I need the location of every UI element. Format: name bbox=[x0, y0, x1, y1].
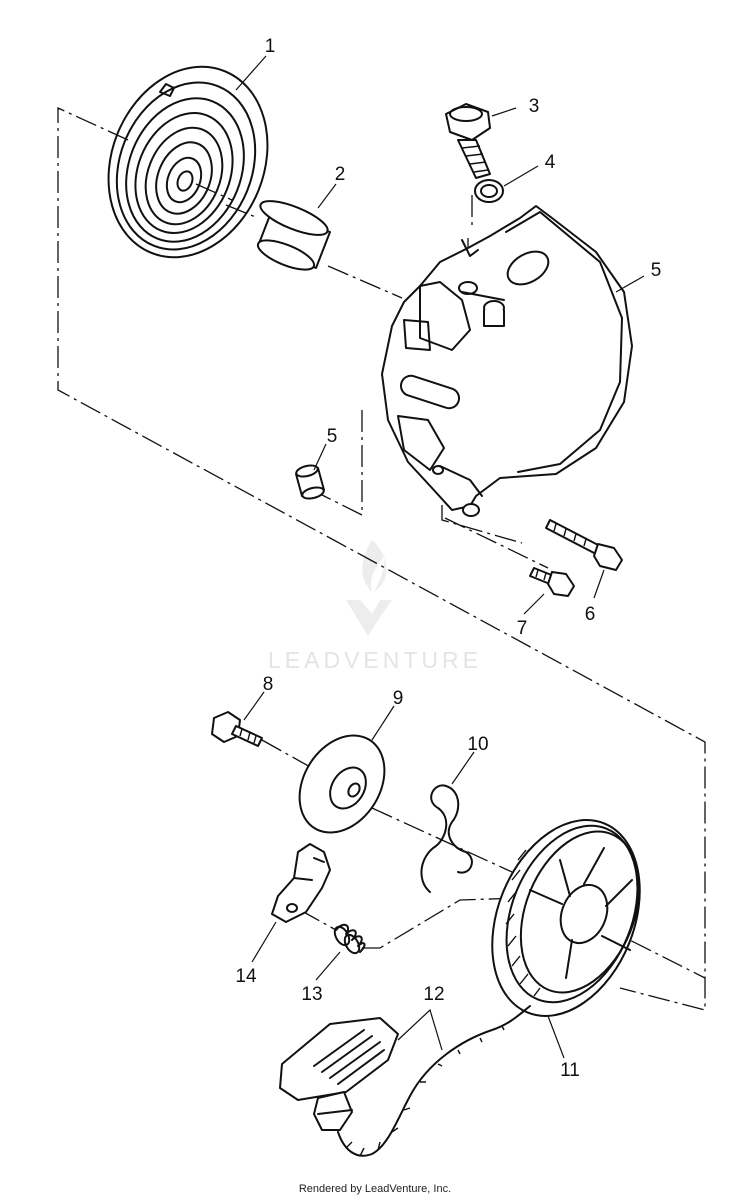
callout-9: 9 bbox=[393, 688, 404, 709]
washer-part bbox=[474, 179, 504, 203]
callout-3: 3 bbox=[529, 96, 540, 117]
callout-2: 2 bbox=[335, 164, 346, 185]
callout-13: 13 bbox=[301, 984, 322, 1005]
recoil-spring-part bbox=[107, 65, 269, 259]
callout-4: 4 bbox=[545, 152, 556, 173]
pawl-part bbox=[271, 843, 331, 923]
leader-lines bbox=[235, 55, 645, 1059]
handle-rope-part bbox=[279, 1005, 531, 1157]
callout-7: 7 bbox=[517, 618, 528, 639]
callout-1: 1 bbox=[265, 36, 276, 57]
callout-5-housing: 5 bbox=[651, 260, 662, 281]
callout-14: 14 bbox=[235, 966, 257, 987]
footer-credit: Rendered by LeadVenture, Inc. bbox=[298, 1183, 452, 1195]
watermark-text: LEADVENTURE bbox=[268, 647, 482, 673]
plate-part bbox=[298, 734, 386, 834]
watermark-logo bbox=[346, 540, 392, 636]
callout-6: 6 bbox=[585, 604, 596, 625]
callout-5-collar: 5 bbox=[327, 426, 338, 447]
starter-housing-part bbox=[381, 205, 633, 517]
collar-part bbox=[295, 464, 325, 500]
bushing-part bbox=[256, 200, 331, 271]
callout-11: 11 bbox=[560, 1060, 580, 1081]
screw-part bbox=[211, 711, 263, 747]
small-spring-part bbox=[333, 923, 366, 955]
long-bolt-part bbox=[545, 519, 623, 571]
short-bolt-part bbox=[529, 567, 575, 597]
callout-8: 8 bbox=[263, 674, 274, 695]
pulley-reel-part bbox=[491, 819, 641, 1017]
bolt-part bbox=[445, 103, 491, 179]
callouts: 1 2 3 4 5 5 6 7 8 9 10 11 12 13 14 bbox=[235, 36, 661, 1081]
wire-clip-part bbox=[420, 784, 473, 893]
callout-12: 12 bbox=[423, 984, 444, 1005]
callout-10: 10 bbox=[467, 734, 488, 755]
